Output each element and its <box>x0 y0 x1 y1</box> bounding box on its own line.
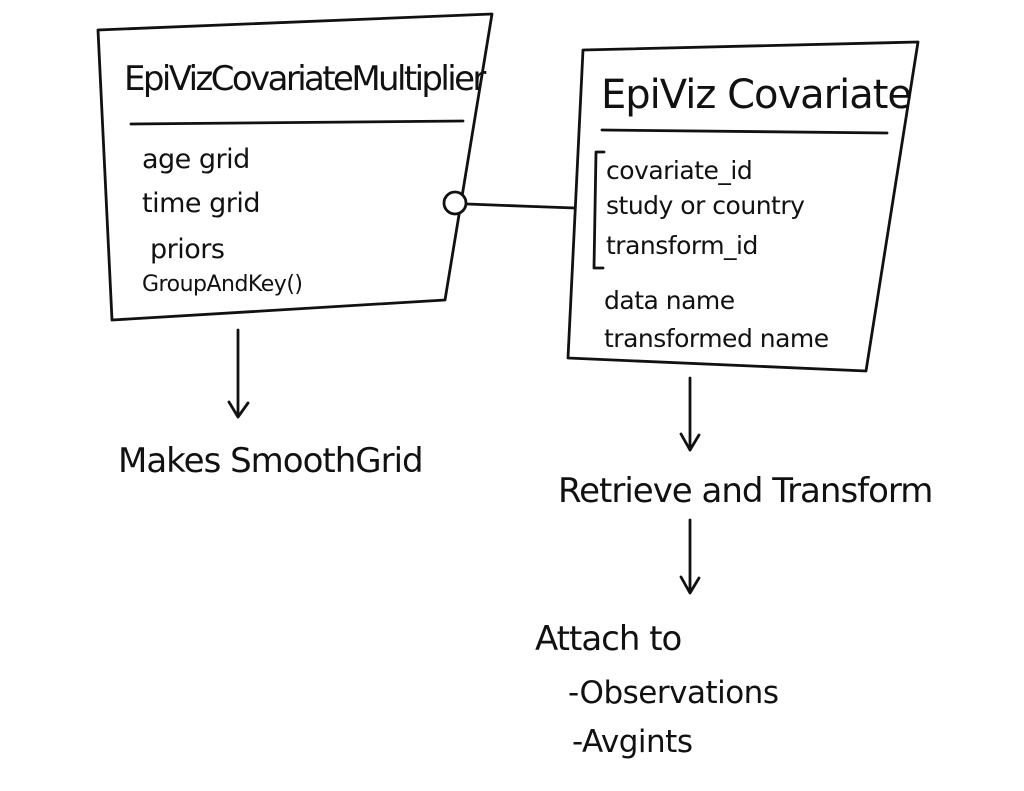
right-box-attr-study-or-country: study or country <box>606 191 805 220</box>
arrow-right-down-head <box>679 432 701 452</box>
left-box-title: EpiVizCovariateMultiplier <box>124 59 486 99</box>
right-box-divider <box>600 128 889 135</box>
right-box-outline <box>566 40 920 373</box>
aggregation-circle <box>442 190 468 216</box>
right-box-attr-data-name: data name <box>604 286 735 315</box>
association-line <box>465 202 577 210</box>
arrow-left-down-head <box>227 400 250 419</box>
left-box-method-group-and-key: GroupAndKey() <box>142 272 303 297</box>
right-box-attr-transform-id: transform_id <box>606 231 758 260</box>
right-box-attr-transformed-name: transformed name <box>604 324 829 353</box>
note-retrieve-and-transform: Retrieve and Transform <box>558 471 933 511</box>
left-box-attr-age-grid: age grid <box>142 144 250 175</box>
note-makes-smoothgrid: Makes SmoothGrid <box>118 441 424 481</box>
left-box-divider <box>129 119 465 126</box>
note-attach-avgints: -Avgints <box>572 724 693 760</box>
note-attach-observations: -Observations <box>568 675 779 711</box>
note-attach-to: Attach to <box>535 619 682 659</box>
right-box-title: EpiViz Covariate <box>601 72 912 118</box>
left-box-outline <box>96 12 494 322</box>
left-box-attr-time-grid: time grid <box>142 188 260 219</box>
right-box-attr-covariate-id: covariate_id <box>606 156 753 185</box>
left-box-attr-priors: priors <box>150 234 225 265</box>
arrow-attach-down-head <box>679 575 701 595</box>
right-box-key-bracket <box>592 150 606 270</box>
